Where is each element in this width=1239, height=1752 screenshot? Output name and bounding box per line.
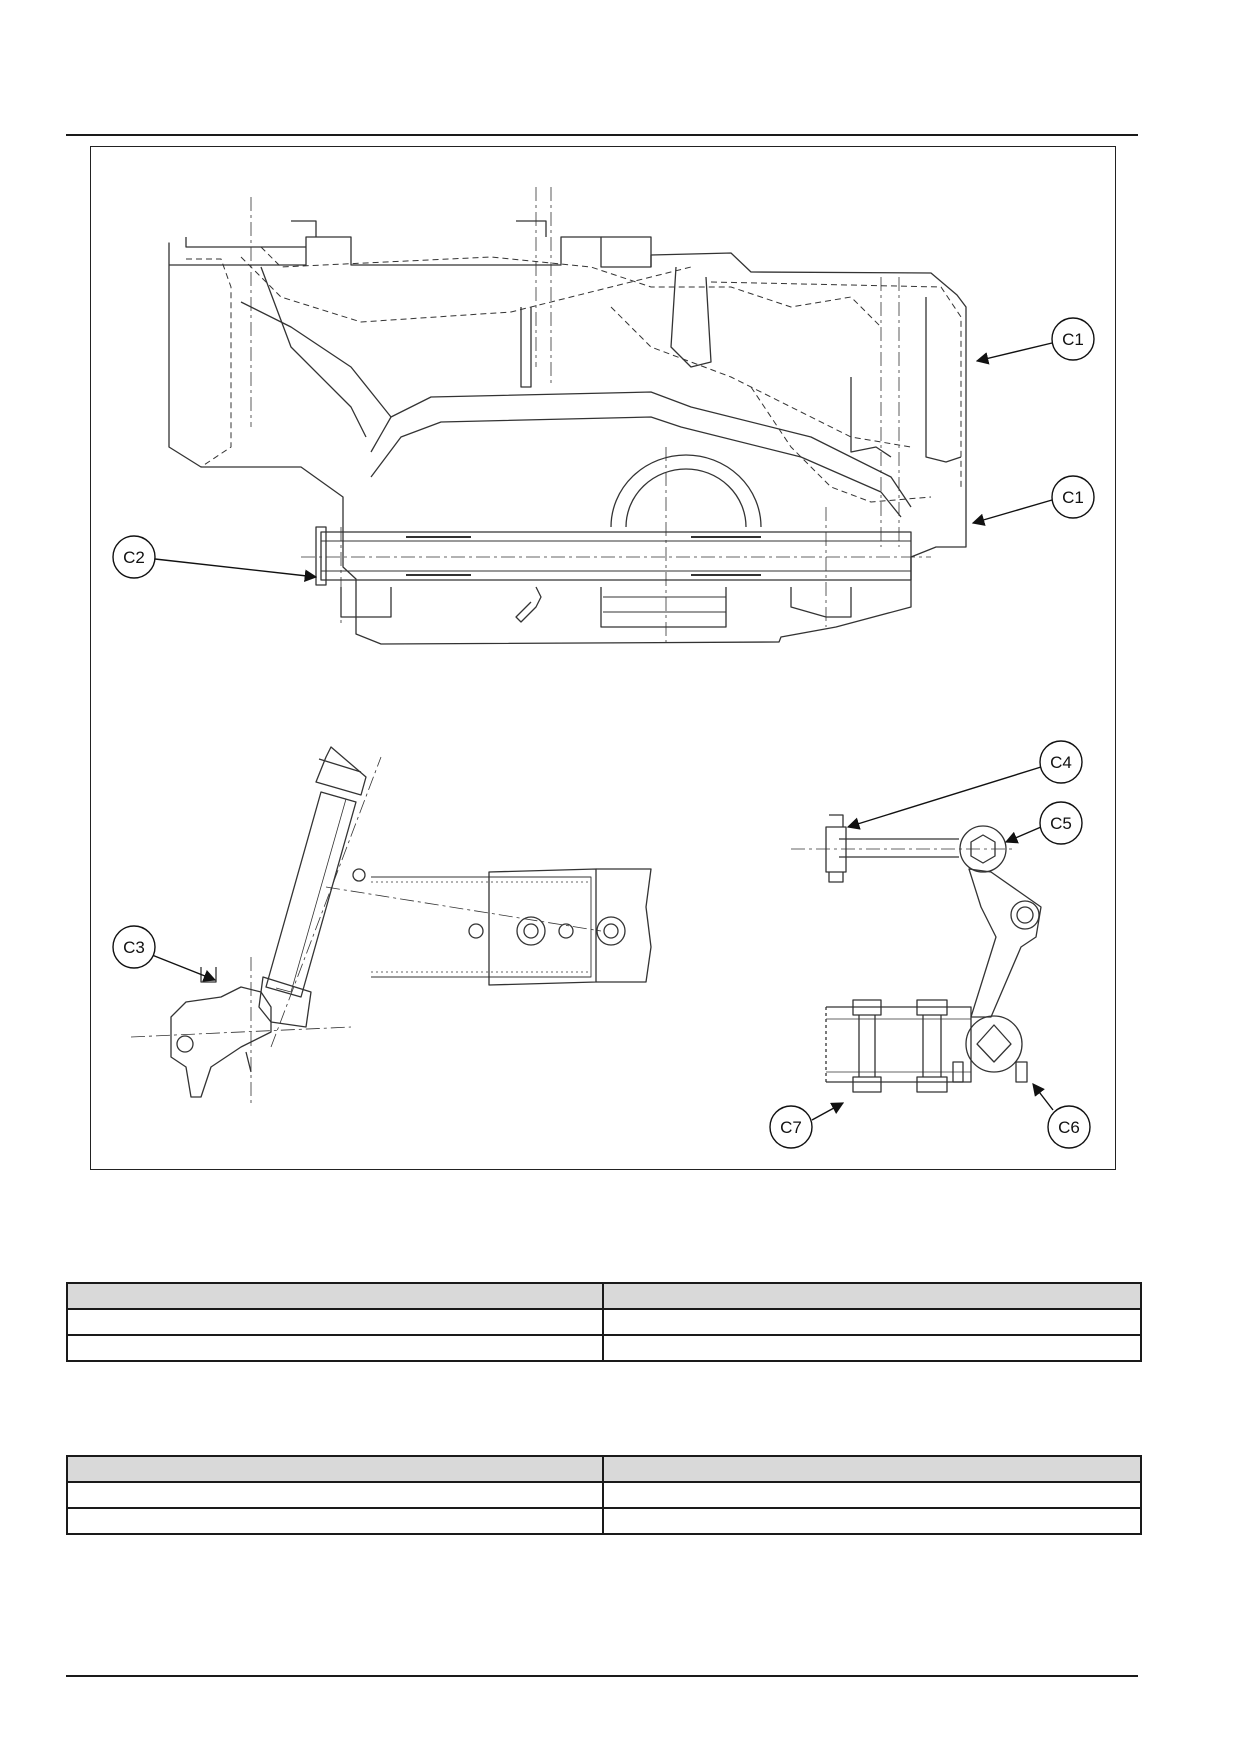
table-header-cell	[66, 1455, 604, 1483]
table-cell	[602, 1481, 1142, 1509]
svg-text:C6: C6	[1058, 1118, 1080, 1137]
footer-rule	[66, 1675, 1138, 1677]
callout-c6: C6	[1032, 1083, 1091, 1149]
table-row	[66, 1507, 1142, 1535]
svg-text:C1: C1	[1062, 330, 1084, 349]
svg-text:C2: C2	[123, 548, 145, 567]
header-rule	[66, 134, 1138, 136]
svg-text:C3: C3	[123, 938, 145, 957]
table-row	[66, 1334, 1142, 1362]
callout-c4: C4	[846, 740, 1083, 830]
callout-c3: C3	[112, 925, 217, 982]
svg-text:C7: C7	[780, 1118, 802, 1137]
table-header-cell	[66, 1282, 604, 1310]
svg-text:C5: C5	[1050, 814, 1072, 833]
callout-c5: C5	[1004, 801, 1083, 845]
table-cell	[66, 1308, 604, 1336]
svg-text:C4: C4	[1050, 753, 1072, 772]
table-header-cell	[602, 1282, 1142, 1310]
table-cell	[66, 1334, 604, 1362]
table-header-row	[66, 1455, 1142, 1483]
table-header-row	[66, 1282, 1142, 1310]
callout-c1-lower: C1	[971, 475, 1095, 526]
table-cell	[66, 1481, 604, 1509]
front-axle-assembly-drawing	[168, 187, 967, 647]
steering-linkage-drawing	[791, 814, 1042, 1093]
steering-cylinder-drawing	[130, 746, 652, 1107]
technical-drawing: C1 C1 C2 C3 C4	[112, 187, 1095, 1149]
technical-drawing-frame: C1 C1 C2 C3 C4	[90, 146, 1116, 1170]
table-row	[66, 1308, 1142, 1336]
table-cell	[602, 1308, 1142, 1336]
callout-c2: C2	[112, 535, 318, 583]
callouts: C1 C1 C2 C3 C4	[112, 317, 1095, 1149]
table-row	[66, 1481, 1142, 1509]
spec-table-2	[66, 1455, 1142, 1535]
table-cell	[602, 1507, 1142, 1535]
table-cell	[66, 1507, 604, 1535]
table-cell	[602, 1334, 1142, 1362]
svg-text:C1: C1	[1062, 488, 1084, 507]
table-header-cell	[602, 1455, 1142, 1483]
callout-c1-upper: C1	[975, 317, 1095, 365]
spec-table-1	[66, 1282, 1142, 1362]
callout-c7: C7	[769, 1102, 845, 1149]
